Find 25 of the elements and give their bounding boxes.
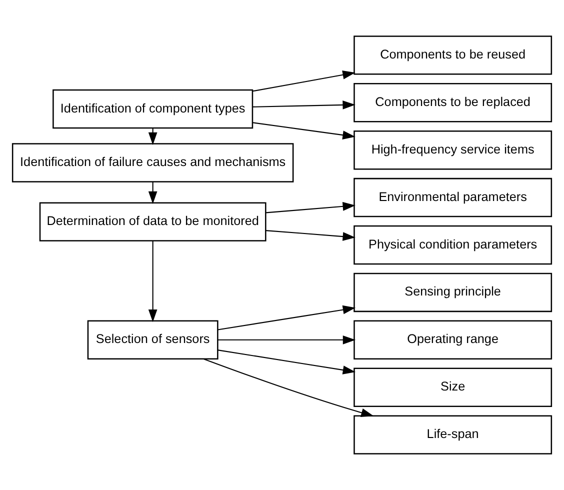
node-box: High-frequency service items <box>354 130 552 170</box>
arrow <box>218 305 356 330</box>
node-box: Environmental parameters <box>354 178 552 218</box>
node-box: Physical condition parameters <box>354 225 552 265</box>
arrow <box>148 182 158 204</box>
arrow <box>266 202 356 214</box>
node-box: Components to be replaced <box>354 83 552 122</box>
node-box: Identification of failure causes and mechanisms <box>12 143 294 182</box>
node-box: Selection of sensors <box>87 320 218 360</box>
arrow <box>218 335 356 344</box>
node-box: Determination of data to be monitored <box>39 202 266 242</box>
node-box: Identification of component types <box>52 89 254 129</box>
node-box: Sensing principle <box>354 272 552 312</box>
arrow <box>252 100 356 110</box>
arrow <box>148 128 158 146</box>
arrow <box>252 122 356 140</box>
arrow <box>218 350 356 374</box>
arrow <box>252 70 356 92</box>
arrow <box>266 230 356 241</box>
node-box: Size <box>354 368 552 407</box>
node-box: Life-span <box>354 415 552 454</box>
node-box: Operating range <box>354 320 552 360</box>
node-box: Components to be reused <box>354 36 552 75</box>
arrow <box>148 241 158 322</box>
arrow <box>204 358 374 417</box>
